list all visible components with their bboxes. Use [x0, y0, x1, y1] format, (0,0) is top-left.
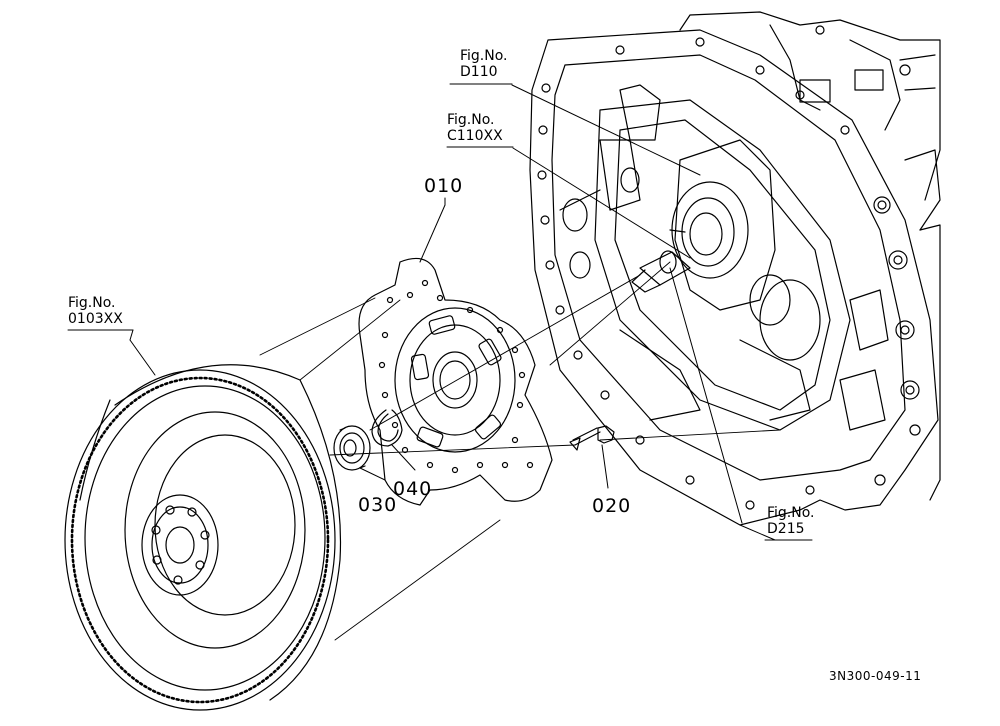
callout-0103xx: Fig.No. 0103XX: [68, 295, 123, 327]
flywheel: [64, 364, 342, 711]
part-020-label: 020: [592, 495, 632, 517]
callout-0103xx-line2: 0103XX: [68, 311, 123, 327]
callout-d110-line2: D110: [460, 64, 498, 80]
drawing-code: 3N300-049-11: [829, 669, 922, 683]
circlip: [371, 409, 403, 447]
callout-d215-line1: Fig.No.: [767, 505, 815, 521]
part-010-label: 010: [424, 175, 464, 197]
part-040-label: 040: [393, 478, 433, 500]
bolt: [569, 425, 615, 451]
callout-d215-line2: D215: [767, 521, 805, 537]
leader-lines: [67, 83, 813, 541]
transmission-housing: [529, 11, 941, 526]
callout-d110: Fig.No. D110: [460, 48, 508, 80]
callout-c110xx: Fig.No. C110XX: [447, 112, 503, 144]
callout-d110-line1: Fig.No.: [460, 48, 508, 64]
callout-c110xx-line1: Fig.No.: [447, 112, 495, 128]
callout-c110xx-line2: C110XX: [447, 128, 503, 144]
pilot-bearing: [333, 425, 371, 471]
clutch-disc: [358, 257, 553, 506]
part-030-label: 030: [358, 494, 398, 516]
callout-0103xx-line1: Fig.No.: [68, 295, 116, 311]
callout-d215: Fig.No. D215: [767, 505, 815, 537]
alignment-lines: [259, 261, 781, 641]
